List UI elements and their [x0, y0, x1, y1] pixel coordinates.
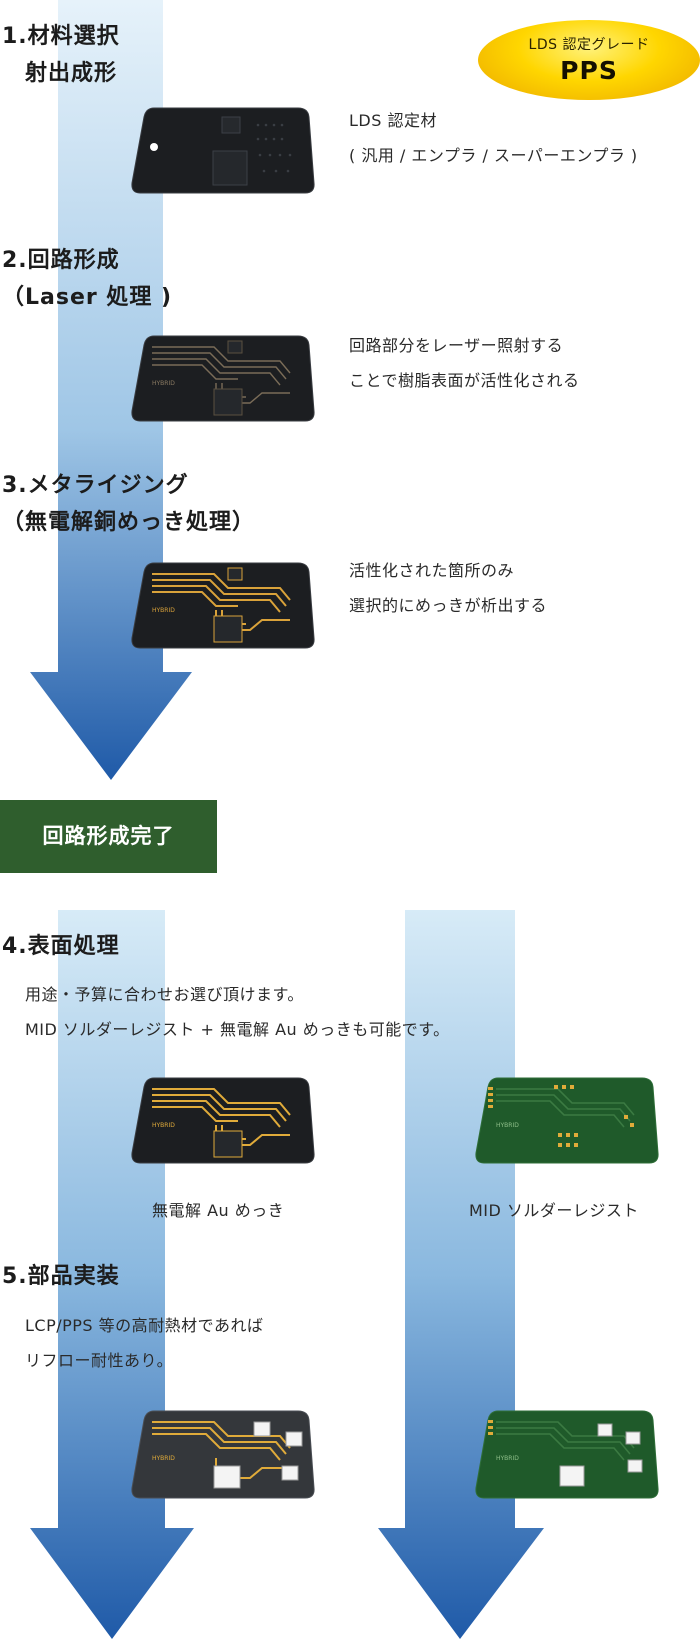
step3-heading: 3.メタライジング （無電解銅めっき処理） [2, 473, 256, 535]
svg-text:HYBRID: HYBRID [496, 1122, 519, 1129]
board-copper-plated-image: HYBRID [131, 562, 315, 649]
svg-text:HYBRID: HYBRID [152, 1122, 175, 1129]
lds-grade-badge: LDS 認定グレード PPS [478, 20, 700, 100]
caption-au-plating: 無電解 Au めっき [152, 1201, 285, 1220]
step3-description: 活性化された箇所のみ 選択的にめっきが析出する [349, 561, 548, 615]
step1-description: LDS 認定材 ( 汎用 / エンプラ / スーパーエンプラ ) [349, 111, 638, 165]
board-mounted-black-image: HYBRID [131, 1410, 315, 1499]
badge-subtitle: LDS 認定グレード [528, 37, 650, 53]
step5-heading: 5.部品実装 [2, 1264, 120, 1289]
board-au-plated-image: HYBRID [131, 1077, 315, 1164]
svg-text:HYBRID: HYBRID [152, 607, 175, 614]
step1-heading: 1.材料選択 射出成形 [2, 24, 120, 86]
caption-solder-resist: MID ソルダーレジスト [469, 1201, 639, 1220]
step4-heading: 4.表面処理 [2, 934, 120, 959]
step4-description: 用途・予算に合わせお選び頂けます。 MID ソルダーレジスト + 無電解 Au … [25, 985, 450, 1039]
svg-text:HYBRID: HYBRID [152, 1455, 175, 1462]
step2-heading: 2.回路形成 （Laser 処理 ) [2, 248, 173, 310]
step5-description: LCP/PPS 等の高耐熱材であれば リフロー耐性あり。 [25, 1316, 264, 1370]
board-molded-image [131, 107, 315, 194]
circuit-complete-banner: 回路形成完了 [0, 800, 217, 873]
svg-text:HYBRID: HYBRID [152, 380, 175, 387]
svg-text:HYBRID: HYBRID [496, 1455, 519, 1462]
step2-description: 回路部分をレーザー照射する ことで樹脂表面が活性化される [349, 336, 580, 390]
board-mounted-green-image: HYBRID [475, 1410, 659, 1499]
badge-title: PPS [560, 56, 618, 85]
board-solder-resist-image: HYBRID [475, 1077, 659, 1164]
board-laser-image: HYBRID [131, 335, 315, 422]
